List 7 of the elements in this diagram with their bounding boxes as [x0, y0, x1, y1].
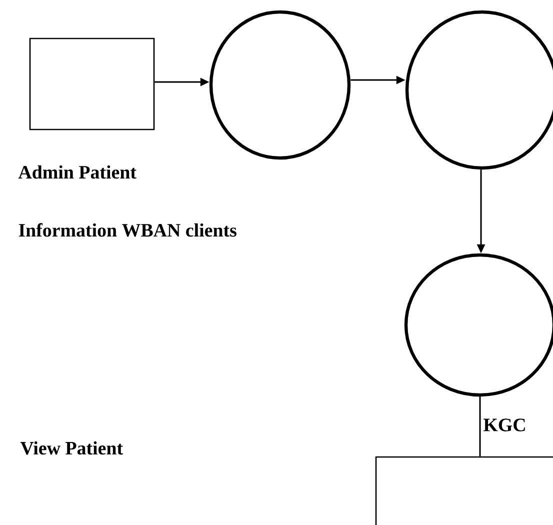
label-text: Information WBAN clients [18, 223, 236, 237]
label-text: View Patient [20, 441, 123, 455]
label-text: Admin Patient [18, 165, 136, 179]
label-text: KGC [484, 418, 525, 432]
process-box [29, 38, 155, 130]
process-circle [209, 10, 351, 160]
process-box [375, 456, 553, 525]
